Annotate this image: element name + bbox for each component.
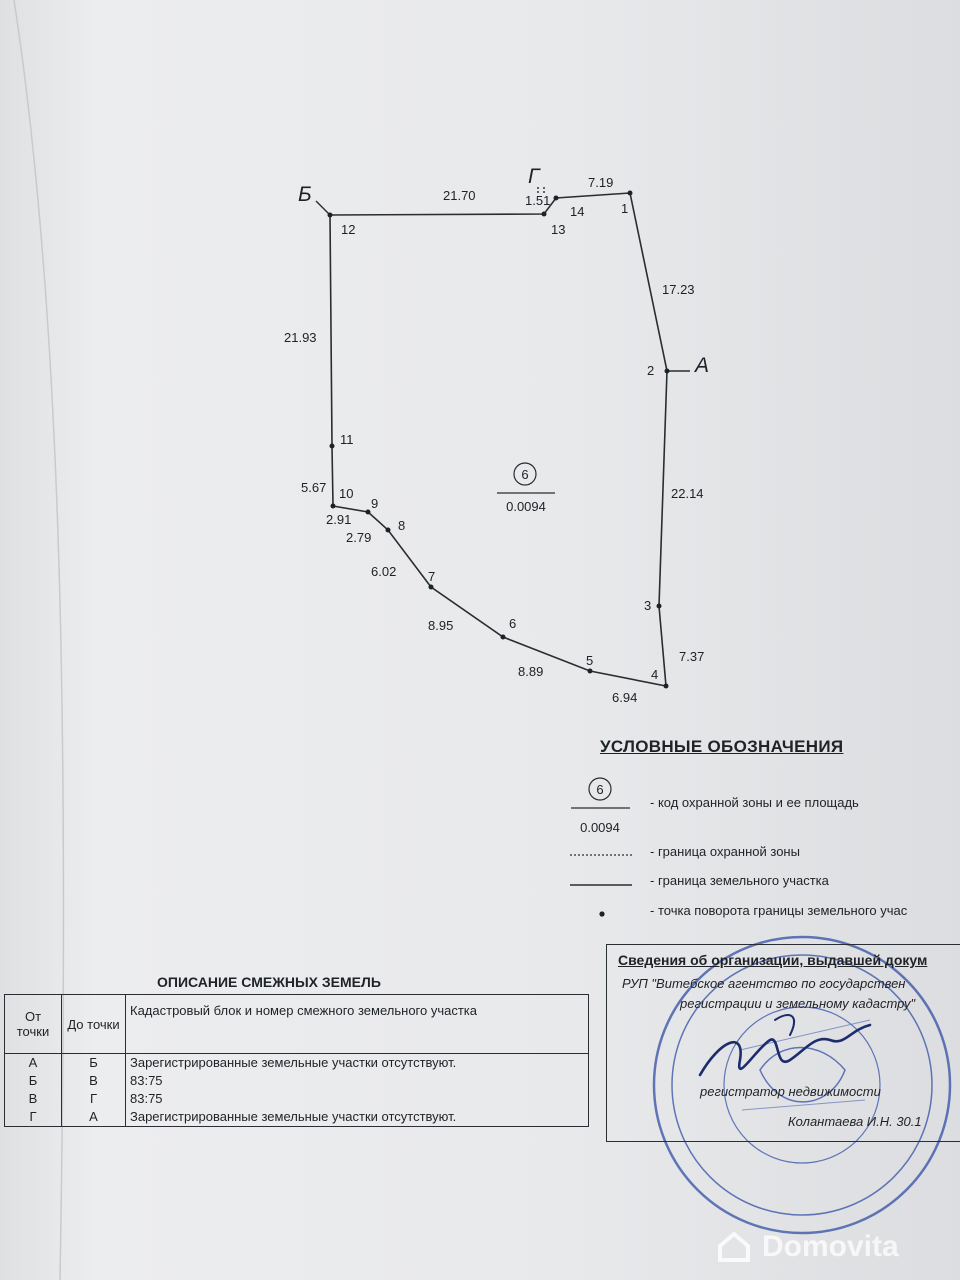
distance-8-9: 2.79: [346, 530, 371, 545]
row-description: 83:75: [125, 1090, 589, 1108]
table-row: Б В 83:75: [4, 1072, 589, 1090]
turn-point-10: [330, 503, 336, 509]
row-from: Б: [4, 1072, 62, 1090]
zone-code-circle: [513, 462, 537, 486]
organization-name-line2: регистрации и земельному кадастру": [680, 996, 916, 1011]
point-label-9: 9: [371, 496, 378, 511]
row-description: Зарегистрированные земельные участки отс…: [125, 1053, 589, 1072]
legend-item-code: - код охранной зоны и ее площадь: [650, 795, 859, 810]
turn-points: [327, 190, 670, 689]
point-label-13: 13: [551, 222, 565, 237]
legend-code-number: 6: [596, 782, 603, 797]
turn-point-8: [385, 527, 391, 533]
organization-box: [606, 944, 960, 1142]
point-label-2: 2: [647, 363, 654, 378]
point-label-10: 10: [339, 486, 353, 501]
corner-b-tick: [315, 200, 331, 216]
legend-item-turn-point: - точка поворота границы земельного учас: [650, 903, 908, 918]
distance-7-8: 6.02: [371, 564, 396, 579]
official-stamp: [652, 935, 952, 1235]
turn-point-6: [500, 634, 506, 640]
point-label-5: 5: [586, 653, 593, 668]
turn-point-7: [428, 584, 434, 590]
turn-point-3: [656, 603, 662, 609]
turn-point-5: [587, 668, 593, 674]
registrar-position: регистратор недвижимости: [700, 1084, 881, 1099]
turn-point-4: [663, 683, 669, 689]
zone-code-number: 6: [521, 467, 528, 482]
turn-point-2: [664, 368, 670, 374]
column-header-to: До точки: [61, 994, 126, 1054]
turn-point-13: [541, 211, 547, 217]
distance-9-10: 2.91: [326, 512, 351, 527]
zone-code-area: 0.0094: [506, 499, 546, 514]
table-row: Г А Зарегистрированные земельные участки…: [4, 1108, 589, 1127]
point-label-1: 1: [621, 201, 628, 216]
turn-point-14: [553, 195, 559, 201]
row-from: Г: [4, 1108, 62, 1127]
distance-3-4: 7.37: [679, 649, 704, 664]
row-from: А: [4, 1053, 62, 1072]
row-to: Б: [61, 1053, 126, 1072]
corner-label-b: Б: [298, 183, 312, 206]
turn-point-12: [327, 212, 333, 218]
legend-item-plot-border: - граница земельного участка: [650, 873, 829, 888]
distance-10-11: 5.67: [301, 480, 326, 495]
row-to: Г: [61, 1090, 126, 1108]
turn-point-1: [627, 190, 633, 196]
distance-14-1: 7.19: [588, 175, 613, 190]
point-label-11: 11: [340, 432, 354, 447]
legend-code-circle: [588, 777, 612, 801]
row-to: В: [61, 1072, 126, 1090]
corner-label-g: Г: [528, 165, 541, 188]
distance-6-7: 8.95: [428, 618, 453, 633]
legend-code-area: 0.0094: [580, 820, 620, 835]
point-label-3: 3: [644, 598, 651, 613]
legend-turn-point-symbol: [599, 911, 605, 917]
organization-title: Сведения об организации, выдавшей докум: [618, 952, 928, 968]
row-description: Зарегистрированные земельные участки отс…: [125, 1108, 589, 1127]
distance-13-14: 1.51: [525, 193, 550, 208]
table-row: В Г 83:75: [4, 1090, 589, 1108]
point-label-8: 8: [398, 518, 405, 533]
distance-2-3: 22.14: [671, 486, 704, 501]
registrar-name-date: Колантаева И.Н. 30.1: [788, 1114, 922, 1129]
turn-point-11: [329, 443, 335, 449]
row-from: В: [4, 1090, 62, 1108]
plot-boundary: [329, 192, 668, 687]
point-label-14: 14: [570, 204, 584, 219]
distance-11-12: 21.93: [284, 330, 317, 345]
adjacent-lands-title: ОПИСАНИЕ СМЕЖНЫХ ЗЕМЕЛЬ: [157, 974, 381, 990]
distance-12-13: 21.70: [443, 188, 476, 203]
column-header-description: Кадастровый блок и номер смежного земель…: [125, 994, 589, 1054]
table-row: А Б Зарегистрированные земельные участки…: [4, 1053, 589, 1072]
adjacent-lands-table: От точки До точки Кадастровый блок и ном…: [4, 994, 589, 1127]
domovita-watermark: Domovita: [762, 1230, 899, 1263]
legend-item-zone-border: - граница охранной зоны: [650, 844, 800, 859]
point-label-4: 4: [651, 667, 658, 682]
signature: [698, 1023, 872, 1077]
domovita-logo-icon: [718, 1231, 750, 1262]
distance-4-5: 6.94: [612, 690, 637, 705]
legend-title: УСЛОВНЫЕ ОБОЗНАЧЕНИЯ: [600, 737, 844, 756]
row-to: А: [61, 1108, 126, 1127]
distance-1-2: 17.23: [662, 282, 695, 297]
turn-point-9: [365, 509, 371, 515]
point-label-12: 12: [341, 222, 355, 237]
distance-5-6: 8.89: [518, 664, 543, 679]
organization-name-line1: РУП "Витебское агентство по государствен: [622, 976, 906, 991]
point-label-7: 7: [428, 569, 435, 584]
corner-label-a: А: [693, 354, 709, 377]
column-header-from: От точки: [4, 994, 62, 1054]
point-label-6: 6: [509, 616, 516, 631]
row-description: 83:75: [125, 1072, 589, 1090]
